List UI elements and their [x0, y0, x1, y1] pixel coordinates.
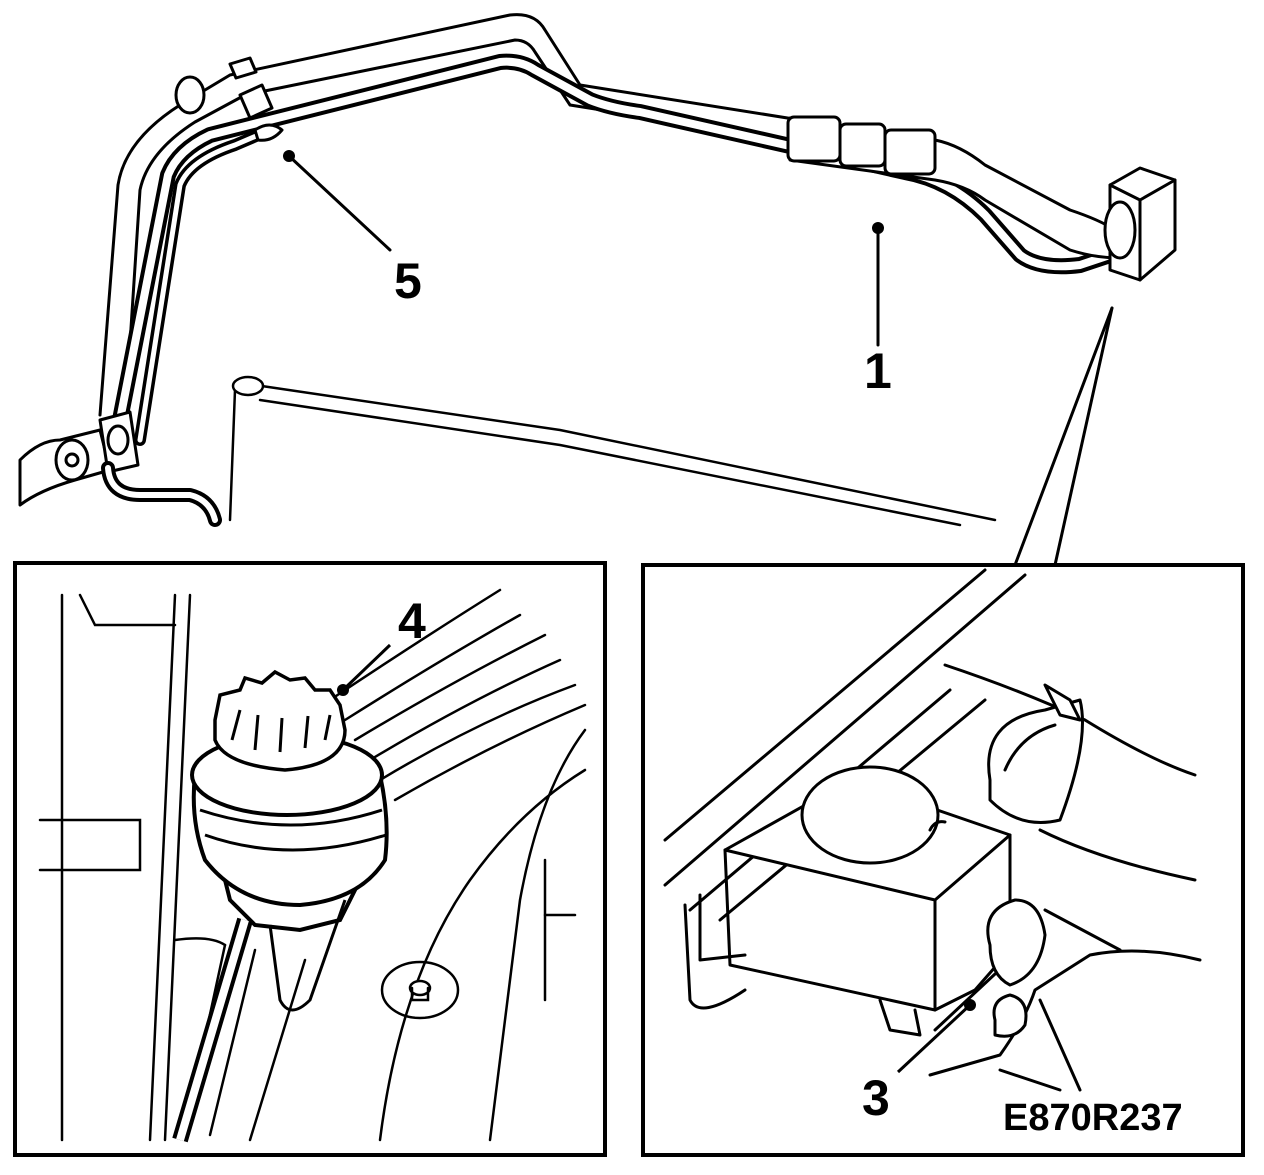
- left-connector: [18, 410, 140, 507]
- hose-sleeve-left: [786, 115, 842, 163]
- callout-3: 3: [862, 1070, 890, 1126]
- hose-sleeve-right: [883, 128, 937, 176]
- pipe-clip-top: [174, 56, 284, 142]
- inset-left: 4: [13, 561, 607, 1157]
- leader-3: [896, 999, 976, 1074]
- right-connector-block: [1103, 166, 1177, 282]
- body-edge: [228, 375, 997, 527]
- leader-4: [337, 643, 392, 696]
- lower-left-hoses: [101, 461, 222, 527]
- leader-5: [283, 150, 392, 252]
- leader-1: [872, 222, 884, 347]
- hose-sleeve-mid: [838, 122, 887, 168]
- pipe-5: [134, 124, 276, 446]
- inset-right: 3 E870R237: [641, 563, 1245, 1157]
- pipe-1: [110, 53, 1118, 438]
- zoom-pointer: [1013, 306, 1114, 567]
- figure-code: E870R237: [1003, 1097, 1183, 1139]
- callout-1: 1: [864, 343, 892, 399]
- valve-cap: [174, 75, 206, 115]
- reservoir-cap: [213, 669, 347, 772]
- callout-5: 5: [394, 253, 422, 309]
- main-view: [18, 13, 1177, 567]
- callout-4: 4: [398, 593, 426, 649]
